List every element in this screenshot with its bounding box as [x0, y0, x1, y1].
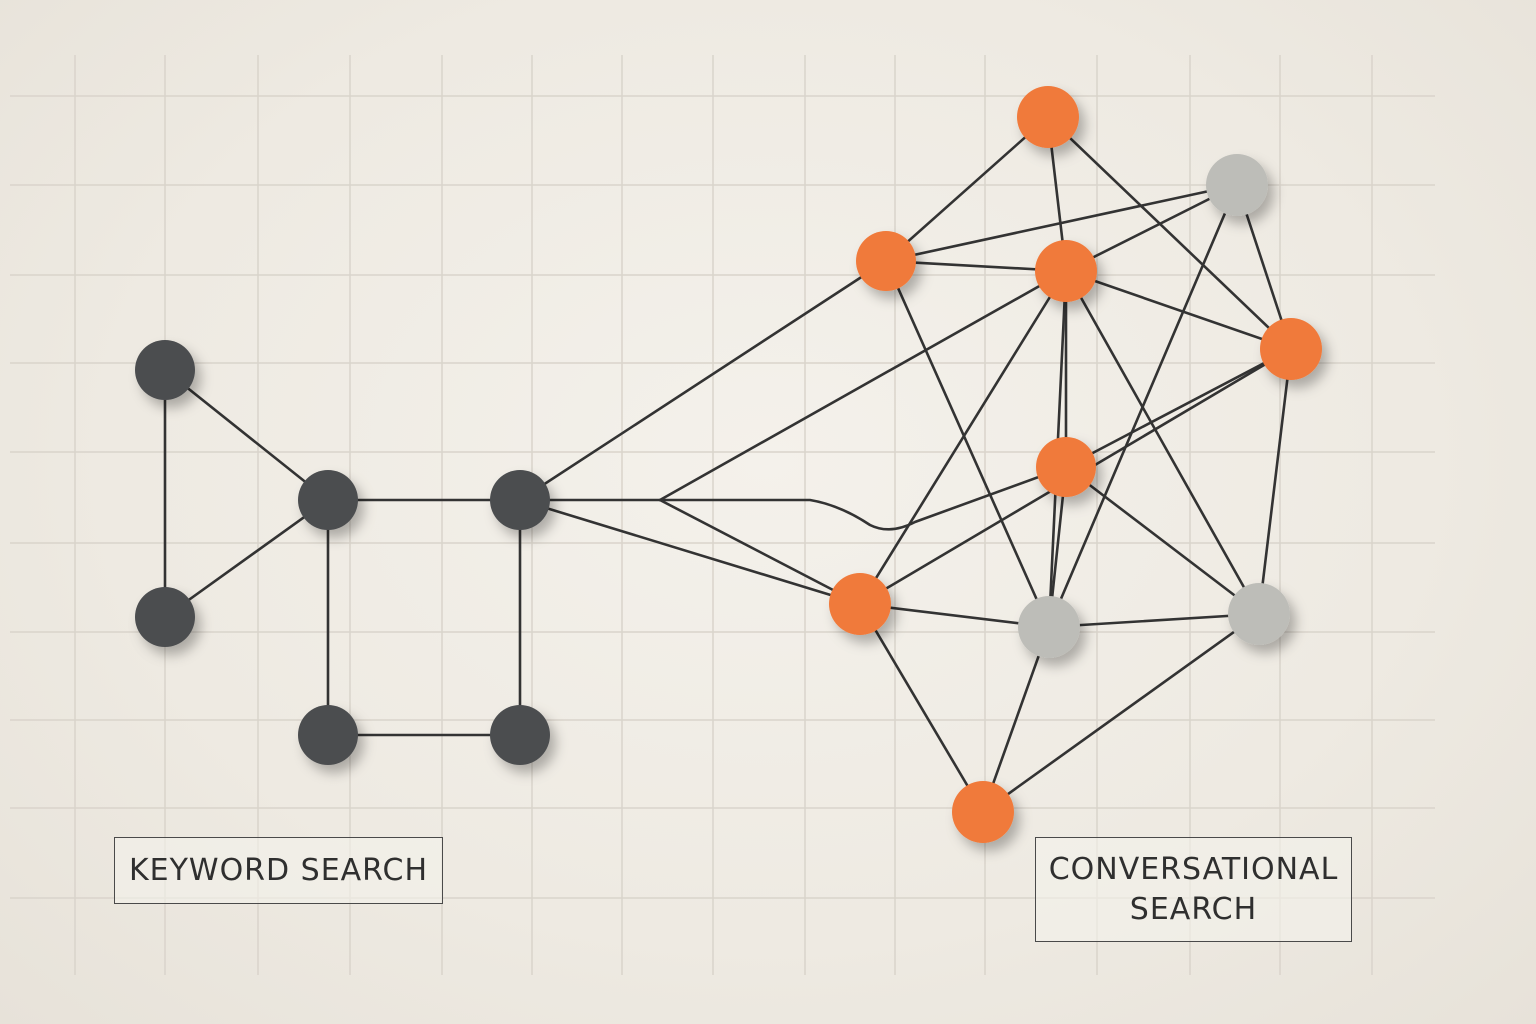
node-c_bottom — [952, 781, 1014, 843]
edge-c_lowleft-c_bottom — [858, 602, 985, 814]
nodes — [135, 86, 1322, 843]
edge-c_gray_top-c_left — [884, 183, 1239, 263]
conversational-search-label: CONVERSATIONAL SEARCH — [1035, 837, 1352, 942]
edge-c_gray_mid-c_bottom — [981, 625, 1051, 814]
edge-bridge-k4-c_mid — [658, 465, 1068, 531]
edge-c_top-c_right — [1046, 115, 1293, 351]
node-c_top — [1017, 86, 1079, 148]
node-c_gray_right — [1228, 583, 1290, 645]
edge-c_center-c_gray_right — [1064, 269, 1261, 616]
conversational-search-text-line2: SEARCH — [1129, 891, 1258, 927]
edge-bridge-k4-c_lowleft — [518, 498, 862, 606]
node-c_center — [1035, 240, 1097, 302]
node-c_mid — [1036, 437, 1096, 497]
edge-c_mid-c_gray_right — [1064, 465, 1261, 616]
edge-c_lowleft-c_gray_mid — [858, 602, 1051, 629]
edge-c_gray_top-c_gray_mid — [1047, 183, 1239, 629]
keyword-search-label: KEYWORD SEARCH — [114, 837, 443, 904]
edge-c_right-c_gray_right — [1257, 347, 1293, 616]
keyword-search-text: KEYWORD SEARCH — [128, 852, 429, 888]
edge-bridge-k4-c_left — [518, 259, 888, 502]
edge-c_center-c_lowleft — [858, 269, 1068, 606]
edge-c_left-c_gray_mid — [884, 259, 1051, 629]
edge-c_center-c_gray_top — [1064, 183, 1239, 273]
edge-bridge-fan-c_lowleft — [659, 498, 861, 606]
node-c_gray_top — [1206, 154, 1268, 216]
edge-c_gray_mid-c_gray_right — [1047, 612, 1261, 629]
node-c_right — [1260, 318, 1322, 380]
node-k2 — [135, 587, 195, 647]
edge-c_center-c_right — [1064, 269, 1293, 351]
node-k4 — [490, 470, 550, 530]
edge-bridge-k4-c_center — [658, 269, 1068, 502]
background-grid — [10, 55, 1435, 975]
conversational-search-text-line1: CONVERSATIONAL — [1048, 851, 1339, 887]
node-k5 — [298, 705, 358, 765]
node-k3 — [298, 470, 358, 530]
edge-k2-k3 — [163, 498, 330, 619]
node-k1 — [135, 340, 195, 400]
node-k6 — [490, 705, 550, 765]
node-c_lowleft — [829, 573, 891, 635]
node-c_gray_mid — [1018, 596, 1080, 658]
edge-c_right-c_mid — [1064, 347, 1293, 469]
node-c_left — [856, 231, 916, 291]
edge-c_gray_right-c_bottom — [981, 612, 1261, 814]
edge-k1-k3 — [163, 368, 330, 502]
edge-c_top-c_left — [884, 115, 1050, 263]
